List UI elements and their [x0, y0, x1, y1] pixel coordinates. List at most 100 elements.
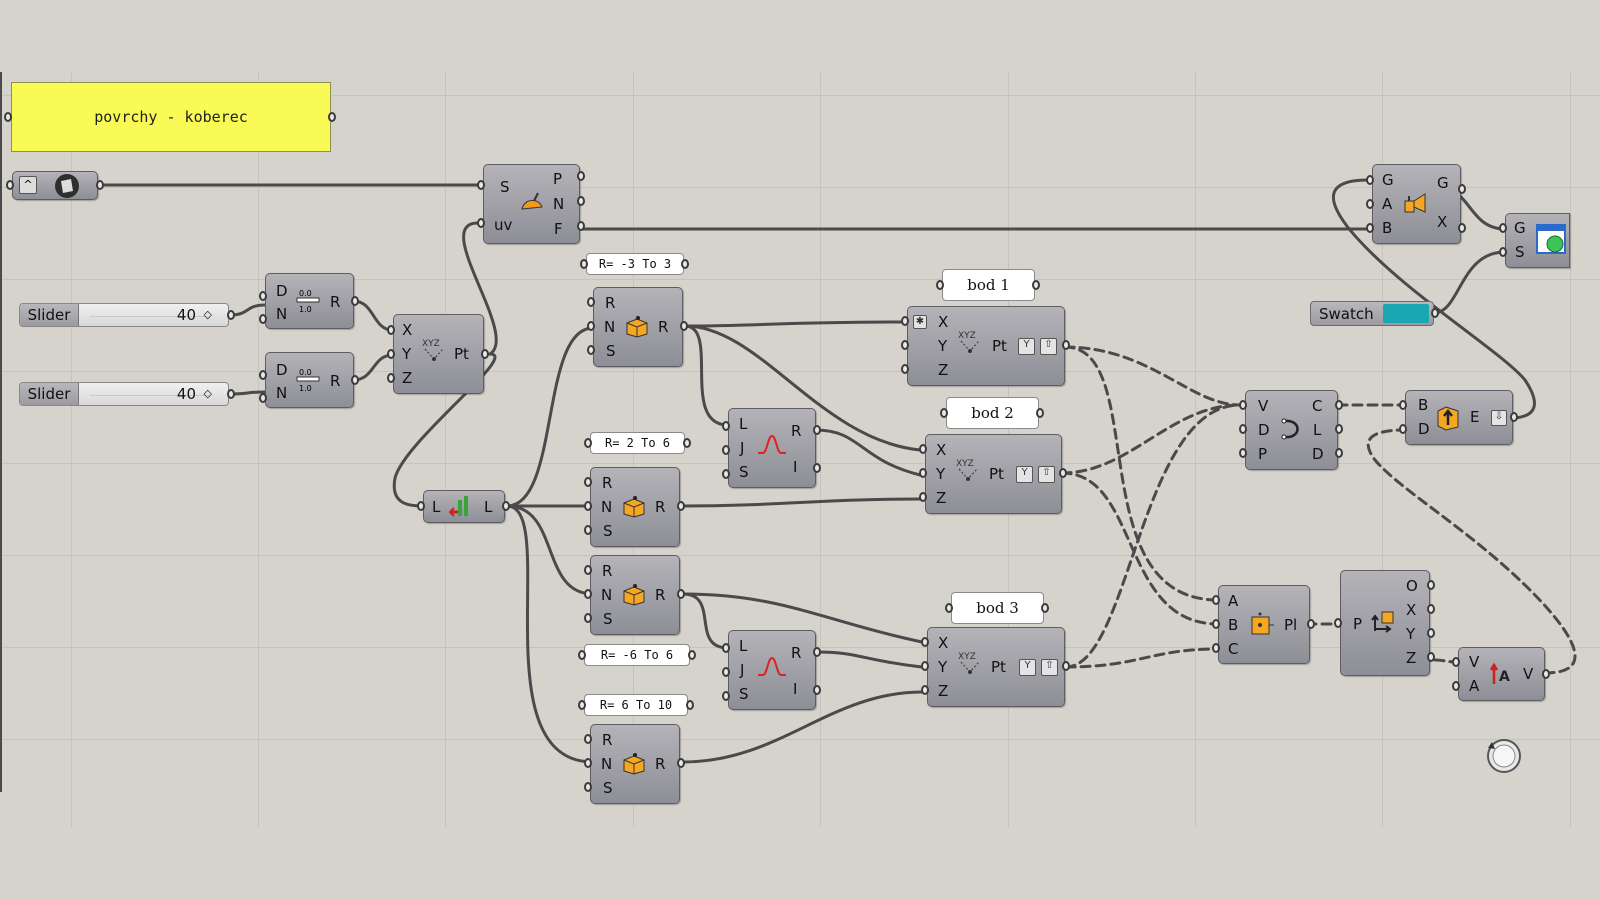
output-grip[interactable] — [813, 463, 821, 473]
range-panel[interactable]: R= -3 To 3 — [586, 253, 684, 275]
input-grip[interactable] — [919, 468, 927, 478]
output-grip[interactable] — [227, 310, 235, 320]
deconstruct-plane-component[interactable]: P O X Y Z — [1340, 570, 1430, 676]
orient-component[interactable]: G A B G X — [1372, 164, 1461, 244]
slider-knob-icon[interactable]: ◇ — [203, 387, 212, 400]
extrude-component[interactable]: B D E ⇩ — [1405, 390, 1513, 445]
input-grip[interactable] — [477, 218, 485, 228]
output-grip[interactable] — [4, 112, 12, 122]
point-name-panel[interactable]: bod 1 — [942, 269, 1035, 301]
input-grip[interactable] — [587, 321, 595, 331]
input-grip[interactable] — [1212, 643, 1220, 653]
input-grip[interactable] — [722, 643, 730, 653]
input-grip[interactable] — [1239, 448, 1247, 458]
input-grip[interactable] — [584, 589, 592, 599]
input-grip[interactable] — [722, 667, 730, 677]
canvas-navigator-icon[interactable] — [1484, 736, 1524, 776]
slider-knob-icon[interactable]: ◇ — [203, 308, 212, 321]
input-grip[interactable] — [584, 477, 592, 487]
input-grip[interactable] — [919, 492, 927, 502]
output-grip[interactable] — [688, 650, 696, 660]
output-grip[interactable] — [1307, 619, 1315, 629]
output-grip[interactable] — [577, 196, 585, 206]
output-grip[interactable] — [1427, 580, 1435, 590]
input-grip[interactable] — [6, 180, 14, 190]
input-grip[interactable] — [259, 291, 267, 301]
input-grip[interactable] — [584, 613, 592, 623]
output-grip[interactable] — [1542, 669, 1550, 679]
input-grip[interactable] — [387, 325, 395, 335]
input-grip[interactable] — [417, 501, 425, 511]
input-grip[interactable] — [1499, 223, 1507, 233]
surface-param-component[interactable]: ^ — [12, 171, 98, 200]
output-grip[interactable] — [1335, 448, 1343, 458]
asterisk-icon[interactable]: ✱ — [913, 315, 927, 329]
random-component[interactable]: R N S R — [590, 467, 680, 547]
input-grip[interactable] — [1366, 199, 1374, 209]
input-grip[interactable] — [1366, 223, 1374, 233]
output-grip[interactable] — [1041, 603, 1049, 613]
input-grip[interactable] — [584, 525, 592, 535]
input-grip[interactable] — [901, 364, 909, 374]
output-grip[interactable] — [677, 589, 685, 599]
input-grip[interactable] — [919, 444, 927, 454]
point-name-panel[interactable]: bod 3 — [951, 592, 1044, 624]
output-grip[interactable] — [680, 321, 688, 331]
input-grip[interactable] — [584, 734, 592, 744]
arrow-up-icon[interactable]: ⇧ — [1038, 466, 1055, 483]
group-note[interactable]: povrchy - koberec — [11, 82, 331, 152]
input-grip[interactable] — [259, 393, 267, 403]
input-grip[interactable] — [580, 259, 588, 269]
graph-mapper-component[interactable]: L J S R I — [728, 630, 816, 710]
input-grip[interactable] — [1452, 657, 1460, 667]
random-component[interactable]: R N S R — [590, 724, 680, 804]
input-grip[interactable] — [387, 349, 395, 359]
param-button-icon[interactable]: Y — [1018, 338, 1035, 355]
input-grip[interactable] — [1399, 424, 1407, 434]
input-grip[interactable] — [587, 297, 595, 307]
output-grip[interactable] — [577, 221, 585, 231]
list-item-component[interactable]: L L — [423, 490, 505, 523]
input-grip[interactable] — [1212, 619, 1220, 629]
input-grip[interactable] — [584, 501, 592, 511]
construct-point-component[interactable]: X Y Z Pt XYZ Y ⇧ — [927, 627, 1065, 707]
output-grip[interactable] — [502, 501, 510, 511]
input-grip[interactable] — [1452, 681, 1460, 691]
arrow-up-icon[interactable]: ⇧ — [1040, 338, 1057, 355]
input-grip[interactable] — [1239, 424, 1247, 434]
input-grip[interactable] — [584, 782, 592, 792]
output-grip[interactable] — [1427, 604, 1435, 614]
plane-3pt-component[interactable]: A B C Pl — [1218, 585, 1310, 664]
output-grip[interactable] — [686, 700, 694, 710]
output-grip[interactable] — [813, 685, 821, 695]
output-grip[interactable] — [1059, 468, 1067, 478]
input-grip[interactable] — [722, 445, 730, 455]
input-grip[interactable] — [578, 700, 586, 710]
input-grip[interactable] — [921, 637, 929, 647]
output-grip[interactable] — [681, 259, 689, 269]
output-grip[interactable] — [481, 349, 489, 359]
input-grip[interactable] — [1212, 595, 1220, 605]
custom-preview-component[interactable]: G S — [1505, 213, 1570, 268]
input-grip[interactable] — [936, 280, 944, 290]
slider-rail[interactable] — [90, 395, 210, 396]
output-grip[interactable] — [227, 389, 235, 399]
output-grip[interactable] — [1335, 400, 1343, 410]
input-grip[interactable] — [921, 661, 929, 671]
output-grip[interactable] — [1431, 308, 1439, 318]
slider-rail[interactable] — [90, 316, 210, 317]
amplitude-component[interactable]: V A V A — [1458, 647, 1545, 701]
input-grip[interactable] — [259, 370, 267, 380]
number-slider[interactable]: Slider 40 ◇ — [19, 382, 229, 406]
output-grip[interactable] — [577, 171, 585, 181]
output-grip[interactable] — [351, 375, 359, 385]
construct-point-component[interactable]: ✱ X Y Z Pt XYZ Y ⇧ — [907, 306, 1065, 386]
input-grip[interactable] — [940, 408, 948, 418]
input-grip[interactable] — [259, 314, 267, 324]
random-component[interactable]: R N S R — [593, 287, 683, 367]
input-grip[interactable] — [921, 685, 929, 695]
construct-point-component[interactable]: X Y Z Pt XYZ — [393, 314, 484, 394]
interpolate-curve-component[interactable]: V D P C L D — [1245, 390, 1338, 470]
